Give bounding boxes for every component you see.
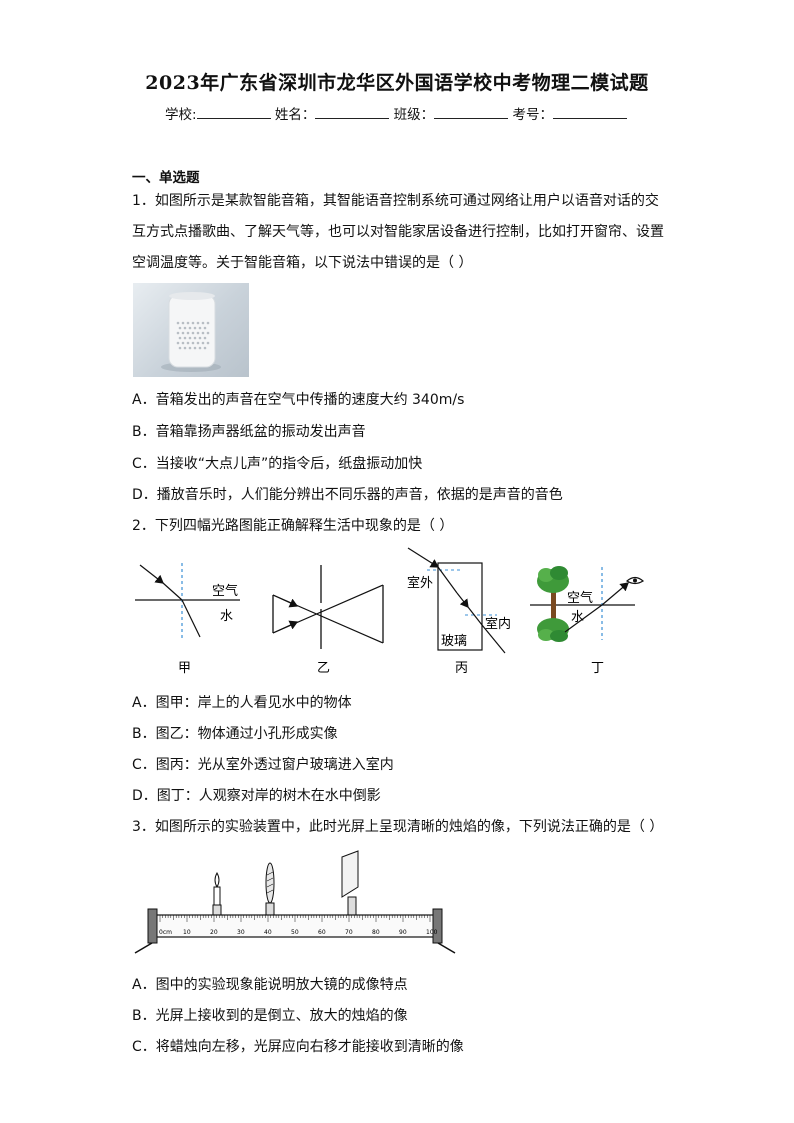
ding-water-label: 水 (571, 610, 584, 625)
eye-icon (625, 576, 645, 585)
jia-caption: 甲 (178, 661, 191, 676)
page-title: 2023年广东省深圳市龙华区外国语学校中考物理二模试题 (145, 72, 649, 94)
ruler-tick-label: 20 (210, 929, 218, 936)
q2-option-b[interactable]: B．图乙：物体通过小孔形成实像 (132, 726, 338, 742)
diagram-bing: 室外 室内 玻璃 丙 (407, 547, 511, 676)
class-blank[interactable] (434, 104, 509, 119)
q1-line-1: 1．如图所示是某款智能音箱，其智能语音控制系统可通过网络让用户以语音对话的交 (132, 193, 659, 209)
ruler-tick-label: 90 (399, 929, 407, 936)
ruler-tick-label: 50 (291, 929, 299, 936)
q2-option-c[interactable]: C．图丙：光从室外透过窗户玻璃进入室内 (132, 757, 394, 773)
q2-option-d[interactable]: D．图丁：人观察对岸的树木在水中倒影 (132, 788, 381, 804)
convex-lens-icon (265, 862, 275, 916)
light-screen-icon (341, 850, 359, 916)
name-blank[interactable] (315, 104, 390, 119)
yi-caption: 乙 (317, 661, 330, 676)
ruler-unit-label: 0cm (159, 929, 172, 936)
bing-caption: 丙 (455, 661, 468, 676)
question-2-stem: 2．下列四幅光路图能正确解释生活中现象的是（ ） (132, 518, 454, 534)
ruler-tick-label: 70 (345, 929, 353, 936)
q1-line-3: 空调温度等。关于智能音箱，以下说法中错误的是（ ） (132, 255, 473, 271)
question-3-stem: 3．如图所示的实验装置中，此时光屏上呈现清晰的烛焰的像，下列说法正确的是（ ） (132, 819, 664, 835)
optics-diagrams: 空气 水 甲 乙 室外 室内 玻璃 丙 (135, 547, 645, 676)
student-info-line: 学校: 姓名： 班级： 考号： (165, 103, 627, 123)
ding-air-label: 空气 (567, 590, 593, 606)
q2-option-a[interactable]: A．图甲：岸上的人看见水中的物体 (132, 695, 352, 711)
smart-speaker-photo (133, 283, 249, 377)
diagram-yi: 乙 (272, 565, 384, 676)
ding-caption: 丁 (591, 661, 604, 676)
ruler-tick-label: 40 (264, 929, 272, 936)
q1-option-a[interactable]: A．音箱发出的声音在空气中传播的速度大约 340m/s (132, 392, 465, 408)
question-1-stem: 1．如图所示是某款智能音箱，其智能语音控制系统可通过网络让用户以语音对话的交 互… (132, 186, 672, 279)
q1-line-2: 互方式点播歌曲、了解天气等，也可以对智能家居设备进行控制，比如打开窗帘、设置 (132, 224, 664, 240)
bing-indoor-label: 室内 (485, 616, 511, 632)
ruler-tick-label: 100 (426, 929, 438, 936)
ruler-tick-label: 80 (372, 929, 380, 936)
school-blank[interactable] (196, 104, 271, 119)
ruler-scale (159, 915, 431, 922)
jia-air-label: 空气 (212, 583, 238, 599)
q3-option-b[interactable]: B．光屏上接收到的是倒立、放大的烛焰的像 (132, 1008, 408, 1024)
exam-number-label: 考号： (512, 107, 553, 123)
candle-icon (212, 871, 222, 916)
class-label: 班级： (393, 107, 435, 123)
q3-option-a[interactable]: A．图中的实验现象能说明放大镜的成像特点 (132, 977, 408, 993)
ruler-tick-label: 30 (237, 929, 245, 936)
ruler-tick-label: 60 (318, 929, 326, 936)
bing-glass-label: 玻璃 (441, 634, 467, 649)
q1-option-b[interactable]: B．音箱靠扬声器纸盆的振动发出声音 (132, 424, 366, 440)
optical-bench-diagram: 0cm 10 20 30 40 50 60 70 80 90 100 (134, 850, 456, 954)
name-label: 姓名： (274, 107, 316, 123)
q1-option-d[interactable]: D．播放音乐时，人们能分辨出不同乐器的声音，依据的是声音的音色 (132, 487, 563, 503)
ruler-tick-label: 10 (183, 929, 191, 936)
tree-reflection-icon (537, 605, 569, 642)
diagram-ding: 空气 水 丁 (530, 566, 645, 676)
jia-water-label: 水 (220, 609, 233, 624)
q1-option-c[interactable]: C．当接收“大点儿声”的指令后，纸盘振动加快 (132, 456, 423, 472)
exam-number-blank[interactable] (552, 104, 627, 119)
school-label: 学校: (165, 107, 197, 123)
tree-icon (537, 566, 569, 605)
bing-outdoor-label: 室外 (407, 575, 433, 591)
section-heading: 一、单选题 (132, 170, 200, 186)
diagram-jia: 空气 水 甲 (135, 563, 240, 676)
q3-option-c[interactable]: C．将蜡烛向左移，光屏应向右移才能接收到清晰的像 (132, 1039, 464, 1055)
